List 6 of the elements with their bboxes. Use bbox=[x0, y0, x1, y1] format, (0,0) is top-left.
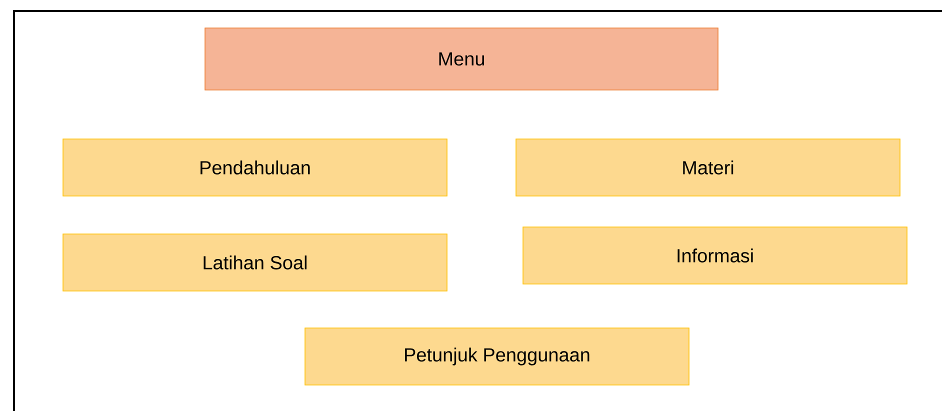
menu-item-box: Materi bbox=[516, 138, 900, 196]
menu-item-box: Pendahuluan bbox=[62, 138, 448, 196]
menu-item-box: Petunjuk Penggunaan bbox=[304, 328, 690, 386]
menu-box: Menu bbox=[204, 28, 718, 90]
menu-item-box: Latihan Soal bbox=[62, 234, 448, 292]
menu-item-box: Informasi bbox=[522, 226, 908, 284]
